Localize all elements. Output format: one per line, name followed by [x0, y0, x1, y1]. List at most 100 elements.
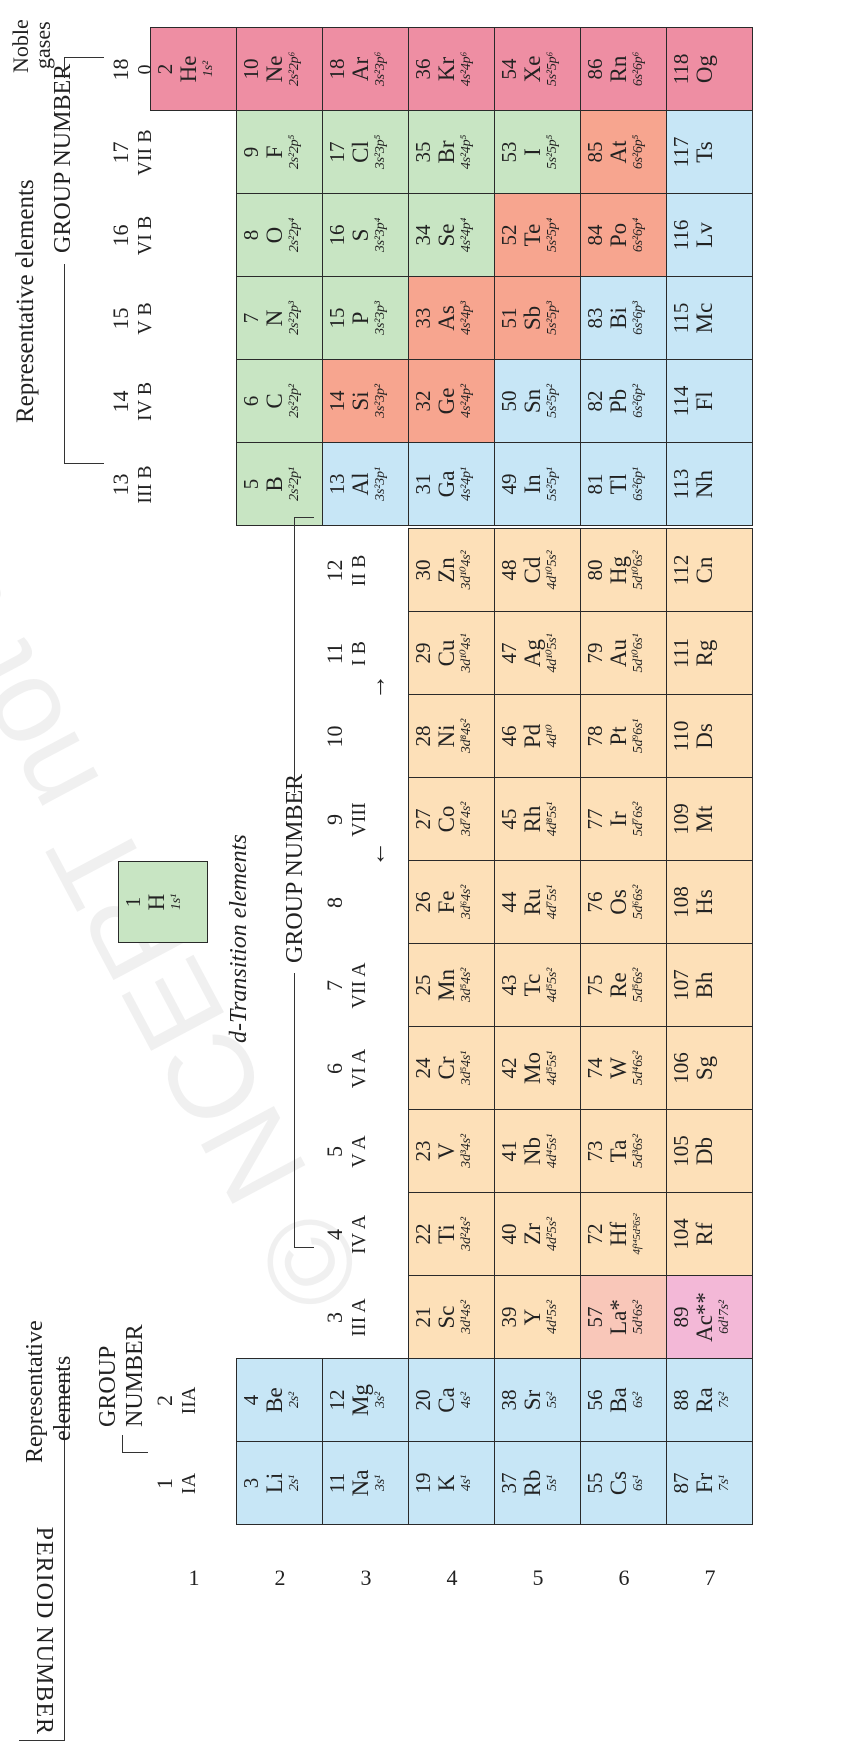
element-symbol: In	[520, 474, 546, 494]
atomic-number: 104	[669, 1218, 693, 1250]
group-roman-11: I B	[348, 641, 370, 666]
element-symbol: P	[348, 311, 374, 325]
element-cell-hydrogen[interactable]: 1 H 1s¹	[118, 861, 208, 943]
element-symbol: Cu	[434, 639, 460, 667]
atomic-number: 34	[411, 224, 435, 246]
group-left-bracket	[122, 1435, 123, 1453]
group-number-1: 1	[152, 1478, 177, 1489]
group-number-9: 9	[322, 814, 347, 825]
element-symbol: Ni	[434, 724, 460, 748]
